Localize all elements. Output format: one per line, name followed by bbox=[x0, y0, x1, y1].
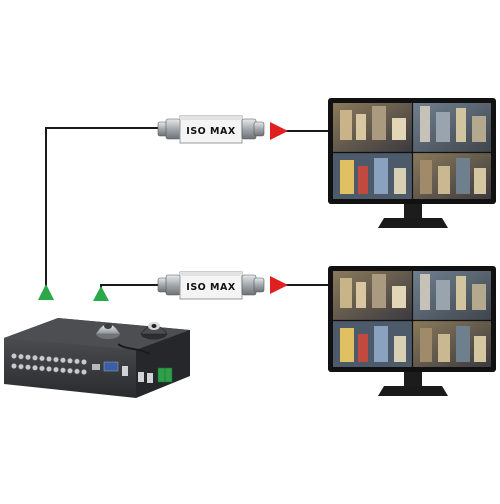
cable-top-channel bbox=[45, 127, 158, 292]
dome-camera-dark-icon bbox=[140, 322, 168, 340]
isolator-top: ISO MAX bbox=[157, 115, 265, 144]
isolator-top-label: ISO MAX bbox=[186, 126, 236, 137]
input-arrow-top-channel bbox=[38, 284, 54, 300]
isolator-bottom-label: ISO MAX bbox=[186, 282, 236, 293]
monitor-top-screen bbox=[333, 103, 491, 199]
dvr-recorder-icon bbox=[4, 318, 190, 398]
monitor-bottom-screen bbox=[333, 271, 491, 367]
output-arrow-top bbox=[270, 122, 288, 140]
monitor-bottom bbox=[328, 266, 496, 396]
input-arrow-bottom-channel bbox=[93, 286, 109, 301]
output-arrow-bottom bbox=[270, 276, 288, 294]
dome-camera-icon bbox=[95, 323, 121, 339]
cable-bottom-channel bbox=[100, 284, 158, 292]
monitor-top bbox=[328, 98, 496, 228]
isolator-bottom: ISO MAX bbox=[157, 271, 265, 300]
